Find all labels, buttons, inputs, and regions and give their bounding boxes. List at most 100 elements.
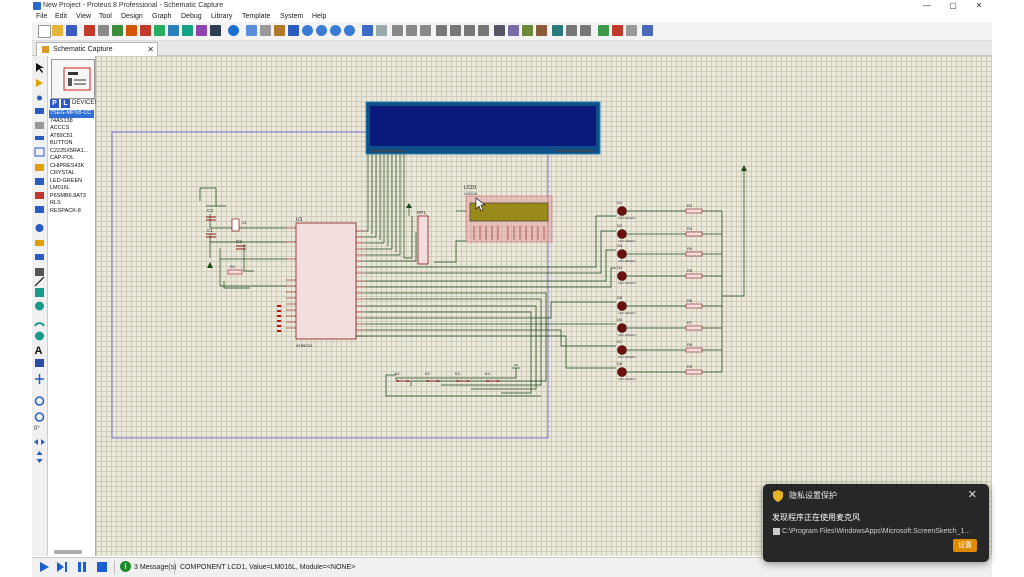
device-list-item[interactable]: CAP-POL [50,155,75,161]
schematic-icon[interactable] [98,25,109,36]
graph-mode-icon[interactable] [35,192,44,199]
schematic-canvas[interactable]: U1 AT89C51 [96,56,992,556]
decompose-icon[interactable] [536,25,547,36]
current-probe-icon[interactable] [35,254,44,260]
device-list-item[interactable]: ACCCS [50,125,70,131]
overview-preview[interactable] [51,59,95,99]
block-copy-icon[interactable] [436,25,447,36]
led-d2[interactable]: D2 LED-GREEN [617,223,636,243]
tab-schematic-capture[interactable]: Schematic Capture ✕ [36,42,158,56]
pcb-icon[interactable] [112,25,123,36]
menu-system[interactable]: System [280,13,304,20]
redo-icon[interactable] [376,25,387,36]
device-list-item[interactable]: C2225X5RA1... [50,147,89,154]
rotate-anticlockwise-icon[interactable] [34,412,45,422]
resistor-r1[interactable]: R1 [227,264,243,275]
source-code-icon[interactable] [182,25,193,36]
pause-icon[interactable] [76,561,88,573]
device-list-item[interactable]: RESPACK-8 [50,207,81,214]
text-tool-icon[interactable]: A [35,345,43,357]
gerber-icon[interactable] [140,25,151,36]
make-device-icon[interactable] [508,25,519,36]
text-script-icon[interactable] [35,122,44,129]
capacitors[interactable] [206,216,246,250]
led-d8[interactable]: D8 LED-GREEN [617,361,636,381]
led-d1[interactable]: D1 LED-GREEN [617,200,636,220]
wire-autorouter-icon[interactable] [552,25,563,36]
button-k1[interactable]: K1 [395,371,410,382]
pick-device-icon[interactable] [494,25,505,36]
device-list-item[interactable]: 7SEG-MPX8-CC [49,110,94,118]
menu-file[interactable]: File [36,13,48,20]
mirror-vertical-icon[interactable] [36,451,43,463]
new-file-icon[interactable] [38,25,51,38]
close-button[interactable]: ✕ [975,1,983,10]
terminals-mode-icon[interactable] [35,164,44,171]
device-list-item[interactable]: P6SMB6.8AT3 [50,192,86,199]
packaging-icon[interactable] [522,25,533,36]
junction-dot-icon[interactable] [37,95,42,101]
device-list-item[interactable]: CRYSTAL [50,170,75,176]
search-tag-icon[interactable] [566,25,577,36]
wire-label-icon[interactable] [35,108,44,114]
menu-library[interactable]: Library [211,13,233,20]
device-list-item[interactable]: LM016L [50,185,70,191]
play-icon[interactable] [38,561,50,573]
messages-count[interactable]: 3 Message(s) [134,564,177,571]
3d-view-icon[interactable] [126,25,137,36]
subcircuit-icon[interactable] [34,147,45,157]
box-icon[interactable] [35,288,44,297]
menu-edit[interactable]: Edit [55,13,68,20]
menu-view[interactable]: View [76,13,92,20]
led-d7[interactable]: D7 LED-GREEN [617,339,636,359]
voltage-probe-icon[interactable] [35,240,44,246]
menu-design[interactable]: Design [121,13,143,20]
property-tool-icon[interactable] [580,25,591,36]
virtual-instrument-icon[interactable] [35,268,44,276]
electrical-rule-check-icon[interactable] [642,25,653,36]
arc-icon[interactable] [34,322,45,327]
circle-icon[interactable] [35,301,44,311]
bus-icon[interactable] [35,136,44,140]
rotate-clockwise-icon[interactable] [34,396,45,406]
tape-recorder-icon[interactable] [35,206,44,213]
push-buttons[interactable]: K1 K2 K3 K4 [395,371,500,382]
led-d5[interactable]: D5 LED-GREEN [617,295,636,315]
menu-template[interactable]: Template [242,13,271,20]
zoom-area-icon[interactable] [344,25,355,36]
device-list-scrollbar[interactable] [54,550,82,554]
menu-help[interactable]: Help [312,13,327,20]
selection-mode-icon[interactable] [36,63,44,73]
paste-icon[interactable] [420,25,431,36]
pan-icon[interactable] [288,25,299,36]
save-icon[interactable] [66,25,77,36]
symbol-icon[interactable] [35,359,44,367]
marker-icon[interactable] [35,374,44,384]
zoom-in-icon[interactable] [302,25,313,36]
cut-icon[interactable] [392,25,403,36]
device-list-item[interactable]: 74AS138 [50,117,73,124]
pick-devices-button[interactable]: P [50,99,59,108]
zoom-all-icon[interactable] [330,25,341,36]
privacy-notification-toast[interactable]: 隐私设置保护 ✕ 发现程序正在使用麦克风 C:\Program Files\Wi… [763,484,989,562]
grid-icon[interactable] [260,25,271,36]
library-icon[interactable] [210,25,221,36]
message-info-icon[interactable]: i [120,561,131,572]
generator-icon[interactable] [35,224,44,232]
component-mode-icon[interactable] [36,79,43,87]
device-pins-icon[interactable] [35,178,44,185]
led-array[interactable]: D1 LED-GREEN D2 LED-GREEN D3 LED-GREEN D… [617,200,636,381]
menu-tool[interactable]: Tool [99,13,112,20]
rotation-angle-icon[interactable]: 0° [34,426,40,432]
lcd1-component[interactable]: LCD1 LM016L [464,185,553,243]
device-list-item[interactable]: RLS [50,200,61,206]
mirror-horizontal-icon[interactable] [34,439,45,445]
block-delete-icon[interactable] [478,25,489,36]
led-resistors[interactable] [685,208,703,375]
vsm-studio-icon[interactable] [196,25,207,36]
toast-close-button[interactable]: ✕ [967,489,977,501]
library-manager-button[interactable]: L [61,99,70,108]
crystal-x1[interactable]: X1 [231,218,248,232]
block-rotate-icon[interactable] [464,25,475,36]
bom-icon[interactable] [168,25,179,36]
